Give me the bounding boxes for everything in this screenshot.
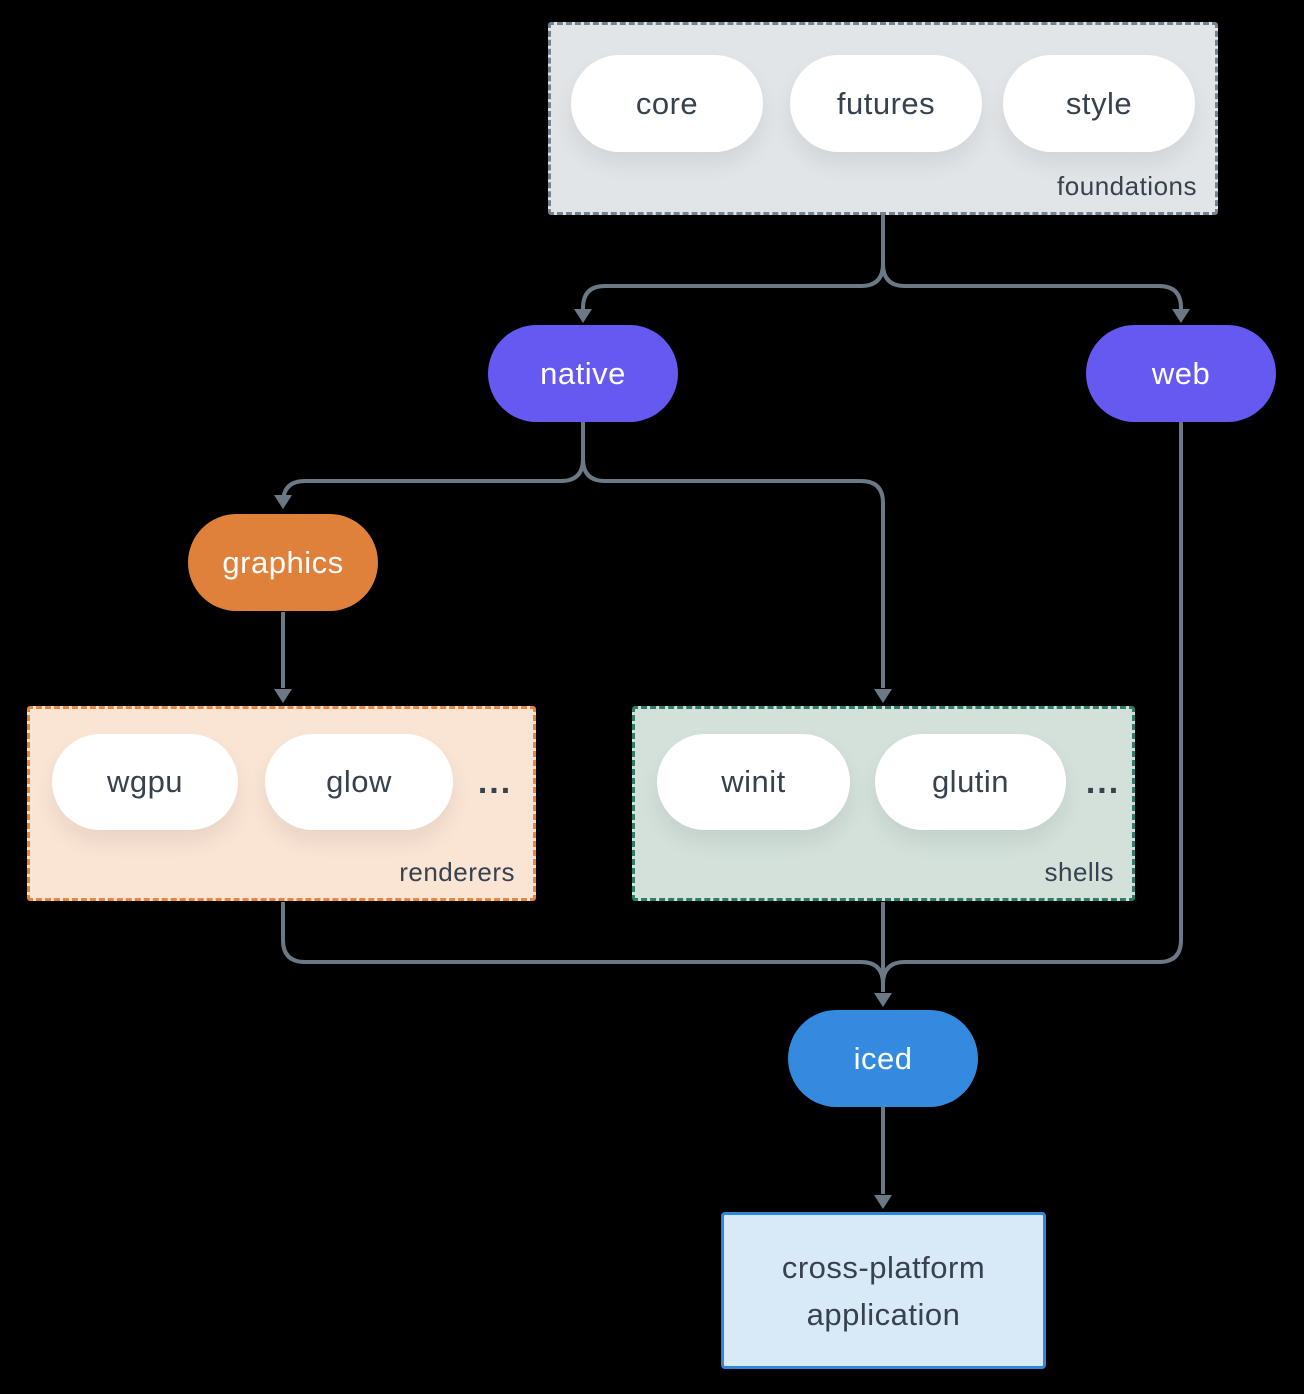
node-web: web <box>1086 325 1276 422</box>
node-style: style <box>1003 55 1195 152</box>
arrowhead-web <box>1172 309 1190 323</box>
renderers-group: wgpu glow ... renderers <box>27 706 536 901</box>
node-graphics: graphics <box>188 514 378 611</box>
shells-more-ellipsis: ... <box>1085 762 1121 801</box>
arrowhead-application <box>874 1195 892 1209</box>
arrowhead-native <box>574 309 592 323</box>
node-iced: iced <box>788 1010 978 1107</box>
node-native: native <box>488 325 678 422</box>
application-label-line1: cross-platform <box>781 1249 986 1285</box>
edge-foundations-native <box>581 215 885 310</box>
foundations-group: core futures style foundations <box>548 22 1218 215</box>
shells-label: shells <box>1044 857 1114 887</box>
node-winit: winit <box>657 734 850 830</box>
renderers-label: renderers <box>399 857 515 887</box>
node-glow: glow <box>265 734 453 830</box>
node-wgpu: wgpu <box>52 734 238 830</box>
application-label-line2: application <box>806 1296 961 1332</box>
arrowhead-iced <box>874 993 892 1007</box>
edge-renderers-iced <box>281 902 885 985</box>
edge-native-graphics <box>281 422 585 504</box>
edge-foundations-web <box>881 215 1183 310</box>
node-glutin: glutin <box>875 734 1066 830</box>
application-box: cross-platform application <box>721 1212 1046 1369</box>
node-core: core <box>571 55 763 152</box>
foundations-label: foundations <box>1057 171 1197 201</box>
renderers-more-ellipsis: ... <box>477 762 513 801</box>
node-futures: futures <box>790 55 982 152</box>
edge-native-shells <box>581 422 885 688</box>
arrowhead-graphics <box>274 495 292 509</box>
shells-group: winit glutin ... shells <box>632 706 1135 901</box>
arrowhead-shells <box>874 689 892 703</box>
arrowhead-renderers <box>274 689 292 703</box>
